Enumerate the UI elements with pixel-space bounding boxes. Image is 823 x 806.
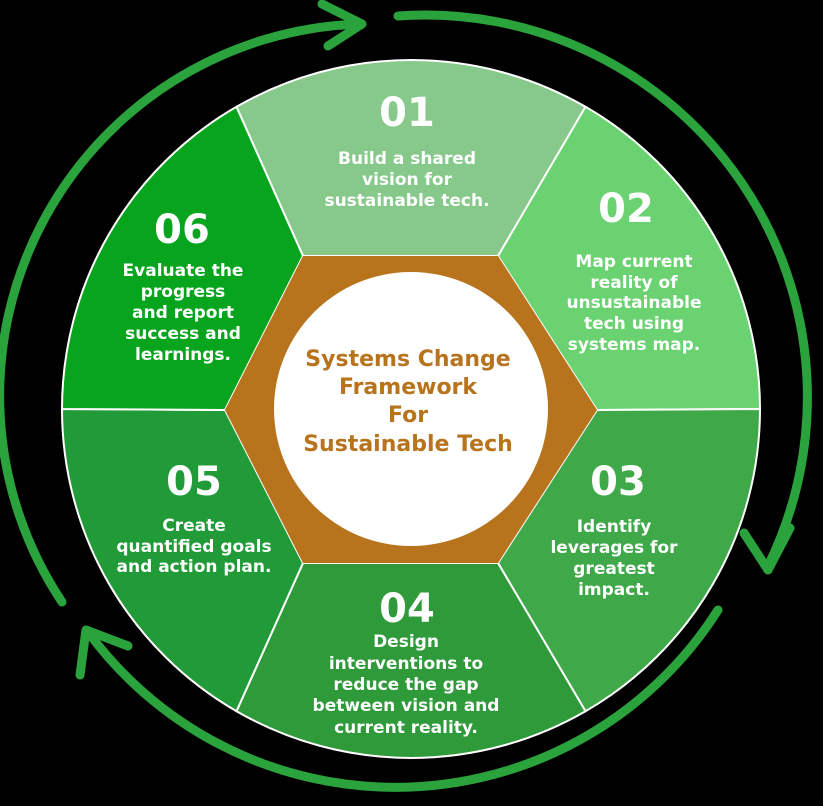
step-text-line: vision for: [362, 170, 453, 190]
segment-05: [60, 407, 305, 713]
center-title: Systems Change Framework For Sustainable…: [303, 347, 513, 457]
segment-06: [60, 105, 305, 412]
center-title-line-1: Systems Change: [305, 347, 510, 372]
step-number: 05: [166, 459, 222, 505]
arrowhead-top-left-icon: [317, 0, 367, 51]
step-text-line: Create: [162, 516, 226, 536]
step-text-line: leverages for: [550, 538, 678, 558]
step-text-line: Build a shared: [338, 149, 476, 169]
step-text-line: reduce the gap: [333, 675, 478, 695]
step-number: 03: [590, 459, 646, 505]
step-text-line: between vision and: [313, 696, 500, 716]
cycle-arrow-top-left: [0, 19, 365, 607]
step-text-line: greatest: [573, 559, 654, 579]
arrowhead-right-icon: [739, 523, 795, 575]
step-text-line: current reality.: [334, 718, 478, 738]
step-text-line: systems map.: [568, 335, 701, 355]
segment-04: [235, 562, 587, 759]
step-number: 04: [379, 586, 435, 632]
cycle-arrow-bottom: [83, 605, 723, 792]
step-text-line: and report: [132, 303, 234, 323]
segments: [60, 59, 762, 759]
step-text-line: impact.: [578, 580, 650, 600]
step-text-line: learnings.: [135, 345, 231, 365]
step-04: 04 Design interventions to reduce the ga…: [313, 586, 500, 738]
step-text-line: interventions to: [329, 654, 483, 674]
step-03: 03 Identify leverages for greatest impac…: [550, 459, 678, 600]
step-text-line: Map current: [575, 252, 692, 272]
center-title-line-2: Framework: [339, 375, 478, 400]
step-text-line: reality of: [590, 273, 678, 293]
segment-02: [496, 105, 762, 412]
step-text-line: unsustainable: [566, 293, 701, 313]
step-text-line: success and: [125, 324, 241, 344]
step-text-line: quantified goals: [116, 537, 271, 557]
step-text-line: Identify: [577, 517, 652, 537]
segment-01: [235, 59, 587, 257]
center-title-line-4: Sustainable Tech: [303, 432, 513, 457]
cycle-arrow-right: [393, 10, 812, 571]
center-circle: [274, 272, 548, 546]
step-06: 06 Evaluate the progress and report succ…: [123, 207, 244, 365]
segment-03: [496, 407, 762, 713]
step-02: 02 Map current reality of unsustainable …: [566, 186, 701, 355]
step-number: 02: [598, 186, 654, 232]
step-number: 06: [154, 207, 210, 253]
step-text-line: progress: [141, 282, 226, 302]
step-text-line: and action plan.: [117, 557, 272, 577]
step-text-line: Design: [373, 632, 439, 652]
step-text-line: Evaluate the: [123, 261, 244, 281]
center-title-line-3: For: [388, 403, 428, 428]
cycle-arrows: [0, 0, 812, 792]
step-text-line: tech using: [584, 314, 684, 334]
step-05: 05 Create quantified goals and action pl…: [116, 459, 271, 577]
step-01: 01 Build a shared vision for sustainable…: [324, 90, 489, 211]
step-number: 01: [379, 90, 435, 136]
arrowhead-bottom-left-icon: [75, 625, 133, 680]
step-text-line: sustainable tech.: [324, 191, 489, 211]
